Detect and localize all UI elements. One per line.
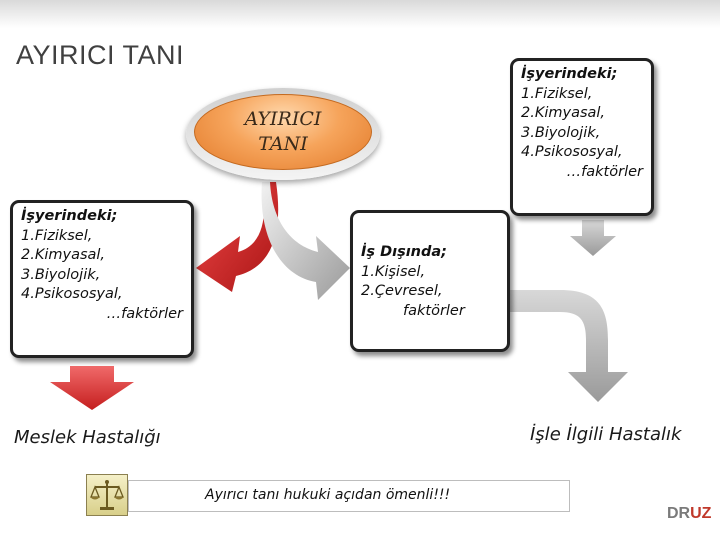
- oval-label: AYIRICI TANI: [244, 108, 322, 155]
- box-heading: İşyerindeki;: [21, 208, 118, 224]
- box-heading: İş Dışında;: [361, 244, 447, 260]
- list-item: 2.Kimyasal,: [21, 247, 106, 263]
- list-item: 1.Kişisel,: [361, 263, 426, 280]
- page-title: AYIRICI TANI: [16, 40, 185, 70]
- red-branch-arrow: [196, 182, 279, 292]
- oval-face: AYIRICI TANI: [194, 94, 372, 170]
- gray-down-arrow: [570, 220, 616, 256]
- brand-part-1: DR: [667, 505, 691, 522]
- gray-branch-arrow: [261, 182, 350, 300]
- header-band: [0, 0, 720, 28]
- workplace-factors-box-right: İşyerindeki; 1.Fiziksel, 2.Kimyasal, 3.B…: [510, 58, 654, 216]
- box-heading: İşyerindeki;: [521, 66, 618, 82]
- list-item: 3.Biyolojik,: [521, 124, 601, 141]
- box-footer: …faktörler: [106, 305, 183, 322]
- list-item: 1.Fiziksel,: [21, 227, 93, 244]
- note-text: Ayırıcı tanı hukuki açıdan ömenli!!!: [205, 487, 451, 503]
- list-item: 2.Kimyasal,: [521, 105, 606, 121]
- list-item: 1.Fiziksel,: [521, 85, 593, 102]
- list-item: 4.Psikososyal,: [521, 144, 623, 160]
- brand-logo: DRUZ: [667, 505, 711, 523]
- gray-bent-arrow: [460, 290, 628, 402]
- box-footer: faktörler: [403, 302, 465, 319]
- red-down-arrow: [50, 366, 134, 410]
- occupational-disease-label: Meslek Hastalığı: [14, 427, 161, 448]
- list-item: 4.Psikososyal,: [21, 286, 123, 302]
- workplace-factors-box-left: İşyerindeki; 1.Fiziksel, 2.Kimyasal, 3.B…: [10, 200, 194, 358]
- scale-of-justice-icon: [86, 474, 128, 516]
- work-related-disease-label: İşle İlgili Hastalık: [530, 424, 682, 445]
- list-item: 2.Çevresel,: [361, 283, 443, 299]
- box-footer: …faktörler: [566, 163, 643, 180]
- non-work-factors-box: İş Dışında; 1.Kişisel, 2.Çevresel, faktö…: [350, 210, 510, 352]
- brand-part-2: UZ: [690, 505, 712, 522]
- differential-diagnosis-oval: AYIRICI TANI: [186, 88, 380, 180]
- note-box: Ayırıcı tanı hukuki açıdan ömenli!!!: [128, 480, 570, 512]
- list-item: 3.Biyolojik,: [21, 266, 101, 283]
